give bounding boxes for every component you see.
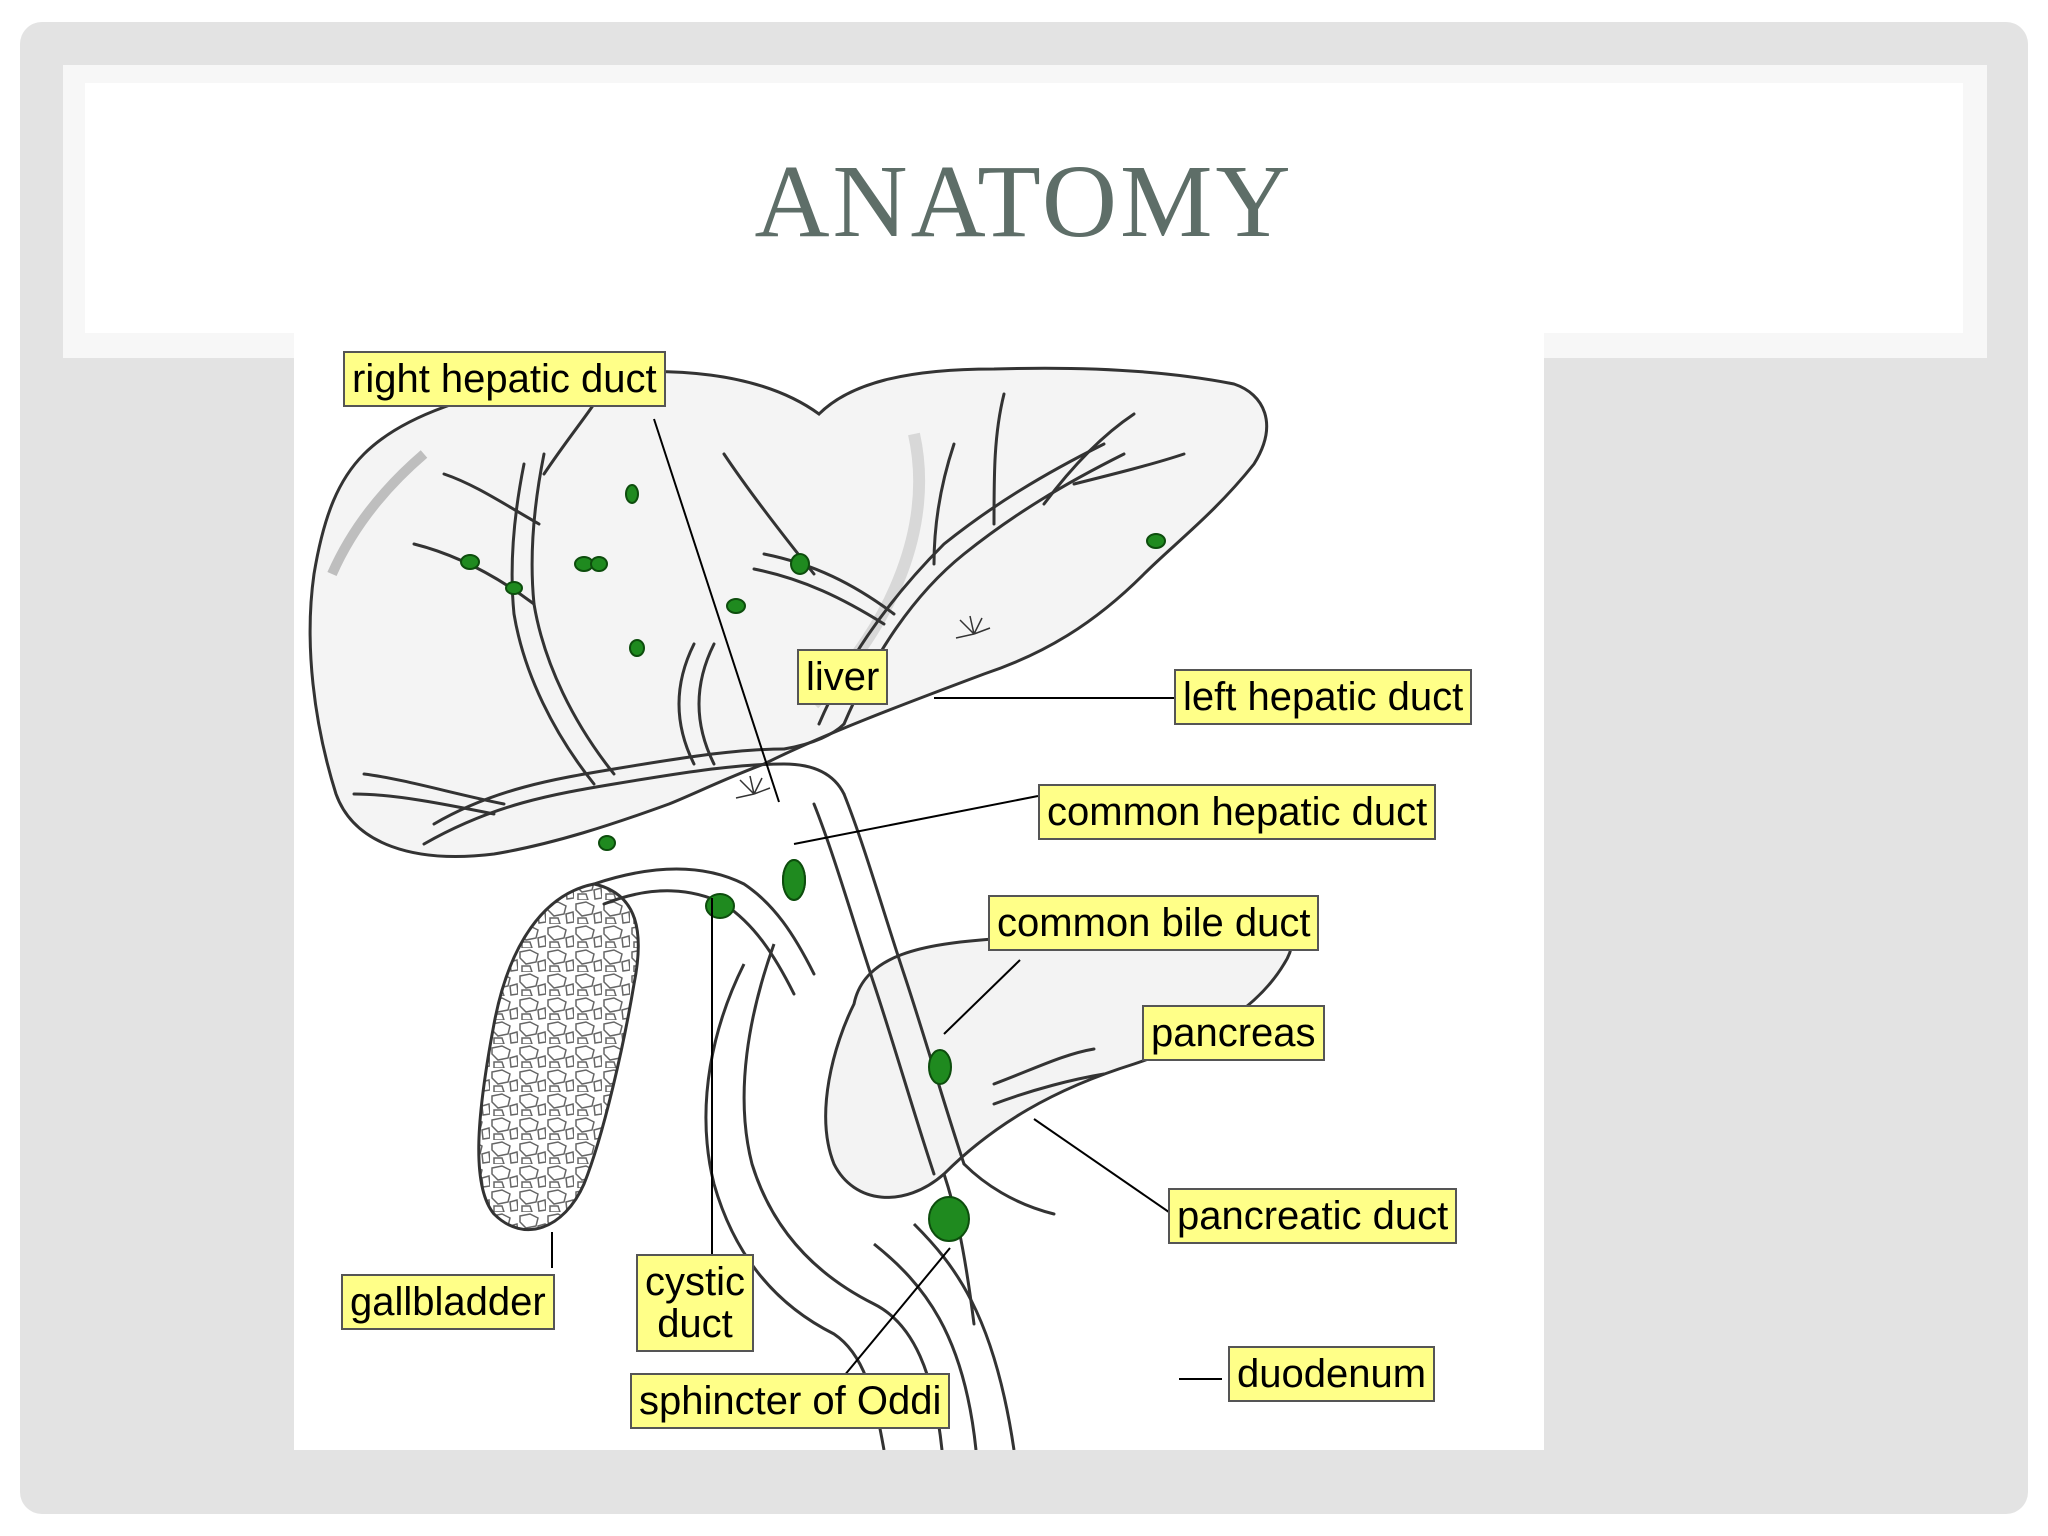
label-cystic-duct: cystic duct: [636, 1254, 754, 1352]
label-gallbladder: gallbladder: [341, 1274, 555, 1330]
label-pancreas: pancreas: [1142, 1005, 1325, 1061]
gallbladder-shape: [477, 882, 640, 1232]
label-duodenum: duodenum: [1228, 1346, 1436, 1402]
biliary-tree: [352, 392, 1186, 1326]
leader-lines: [551, 418, 1222, 1383]
label-liver: liver: [797, 649, 889, 705]
label-cystic-duct-line2: duct: [657, 1302, 733, 1346]
label-left-hepatic-duct: left hepatic duct: [1174, 669, 1473, 725]
liver-shape: [308, 366, 1269, 858]
sphincter-marks: [735, 615, 991, 799]
label-common-bile-duct: common bile duct: [988, 895, 1320, 951]
label-cystic-duct-line1: cystic: [645, 1260, 745, 1304]
title-panel-inner: [85, 83, 1963, 333]
biliary-anatomy-figure: right hepatic duct liver left hepatic du…: [294, 324, 1544, 1450]
label-common-hepatic-duct: common hepatic duct: [1038, 784, 1437, 840]
anatomy-drawing: [308, 366, 1294, 1450]
label-right-hepatic-duct: right hepatic duct: [343, 351, 666, 407]
label-sphincter-of-oddi: sphincter of Oddi: [630, 1373, 951, 1429]
slide-title: ANATOMY: [754, 144, 1294, 259]
label-pancreatic-duct: pancreatic duct: [1168, 1188, 1458, 1244]
green-stones: [460, 484, 1166, 1242]
